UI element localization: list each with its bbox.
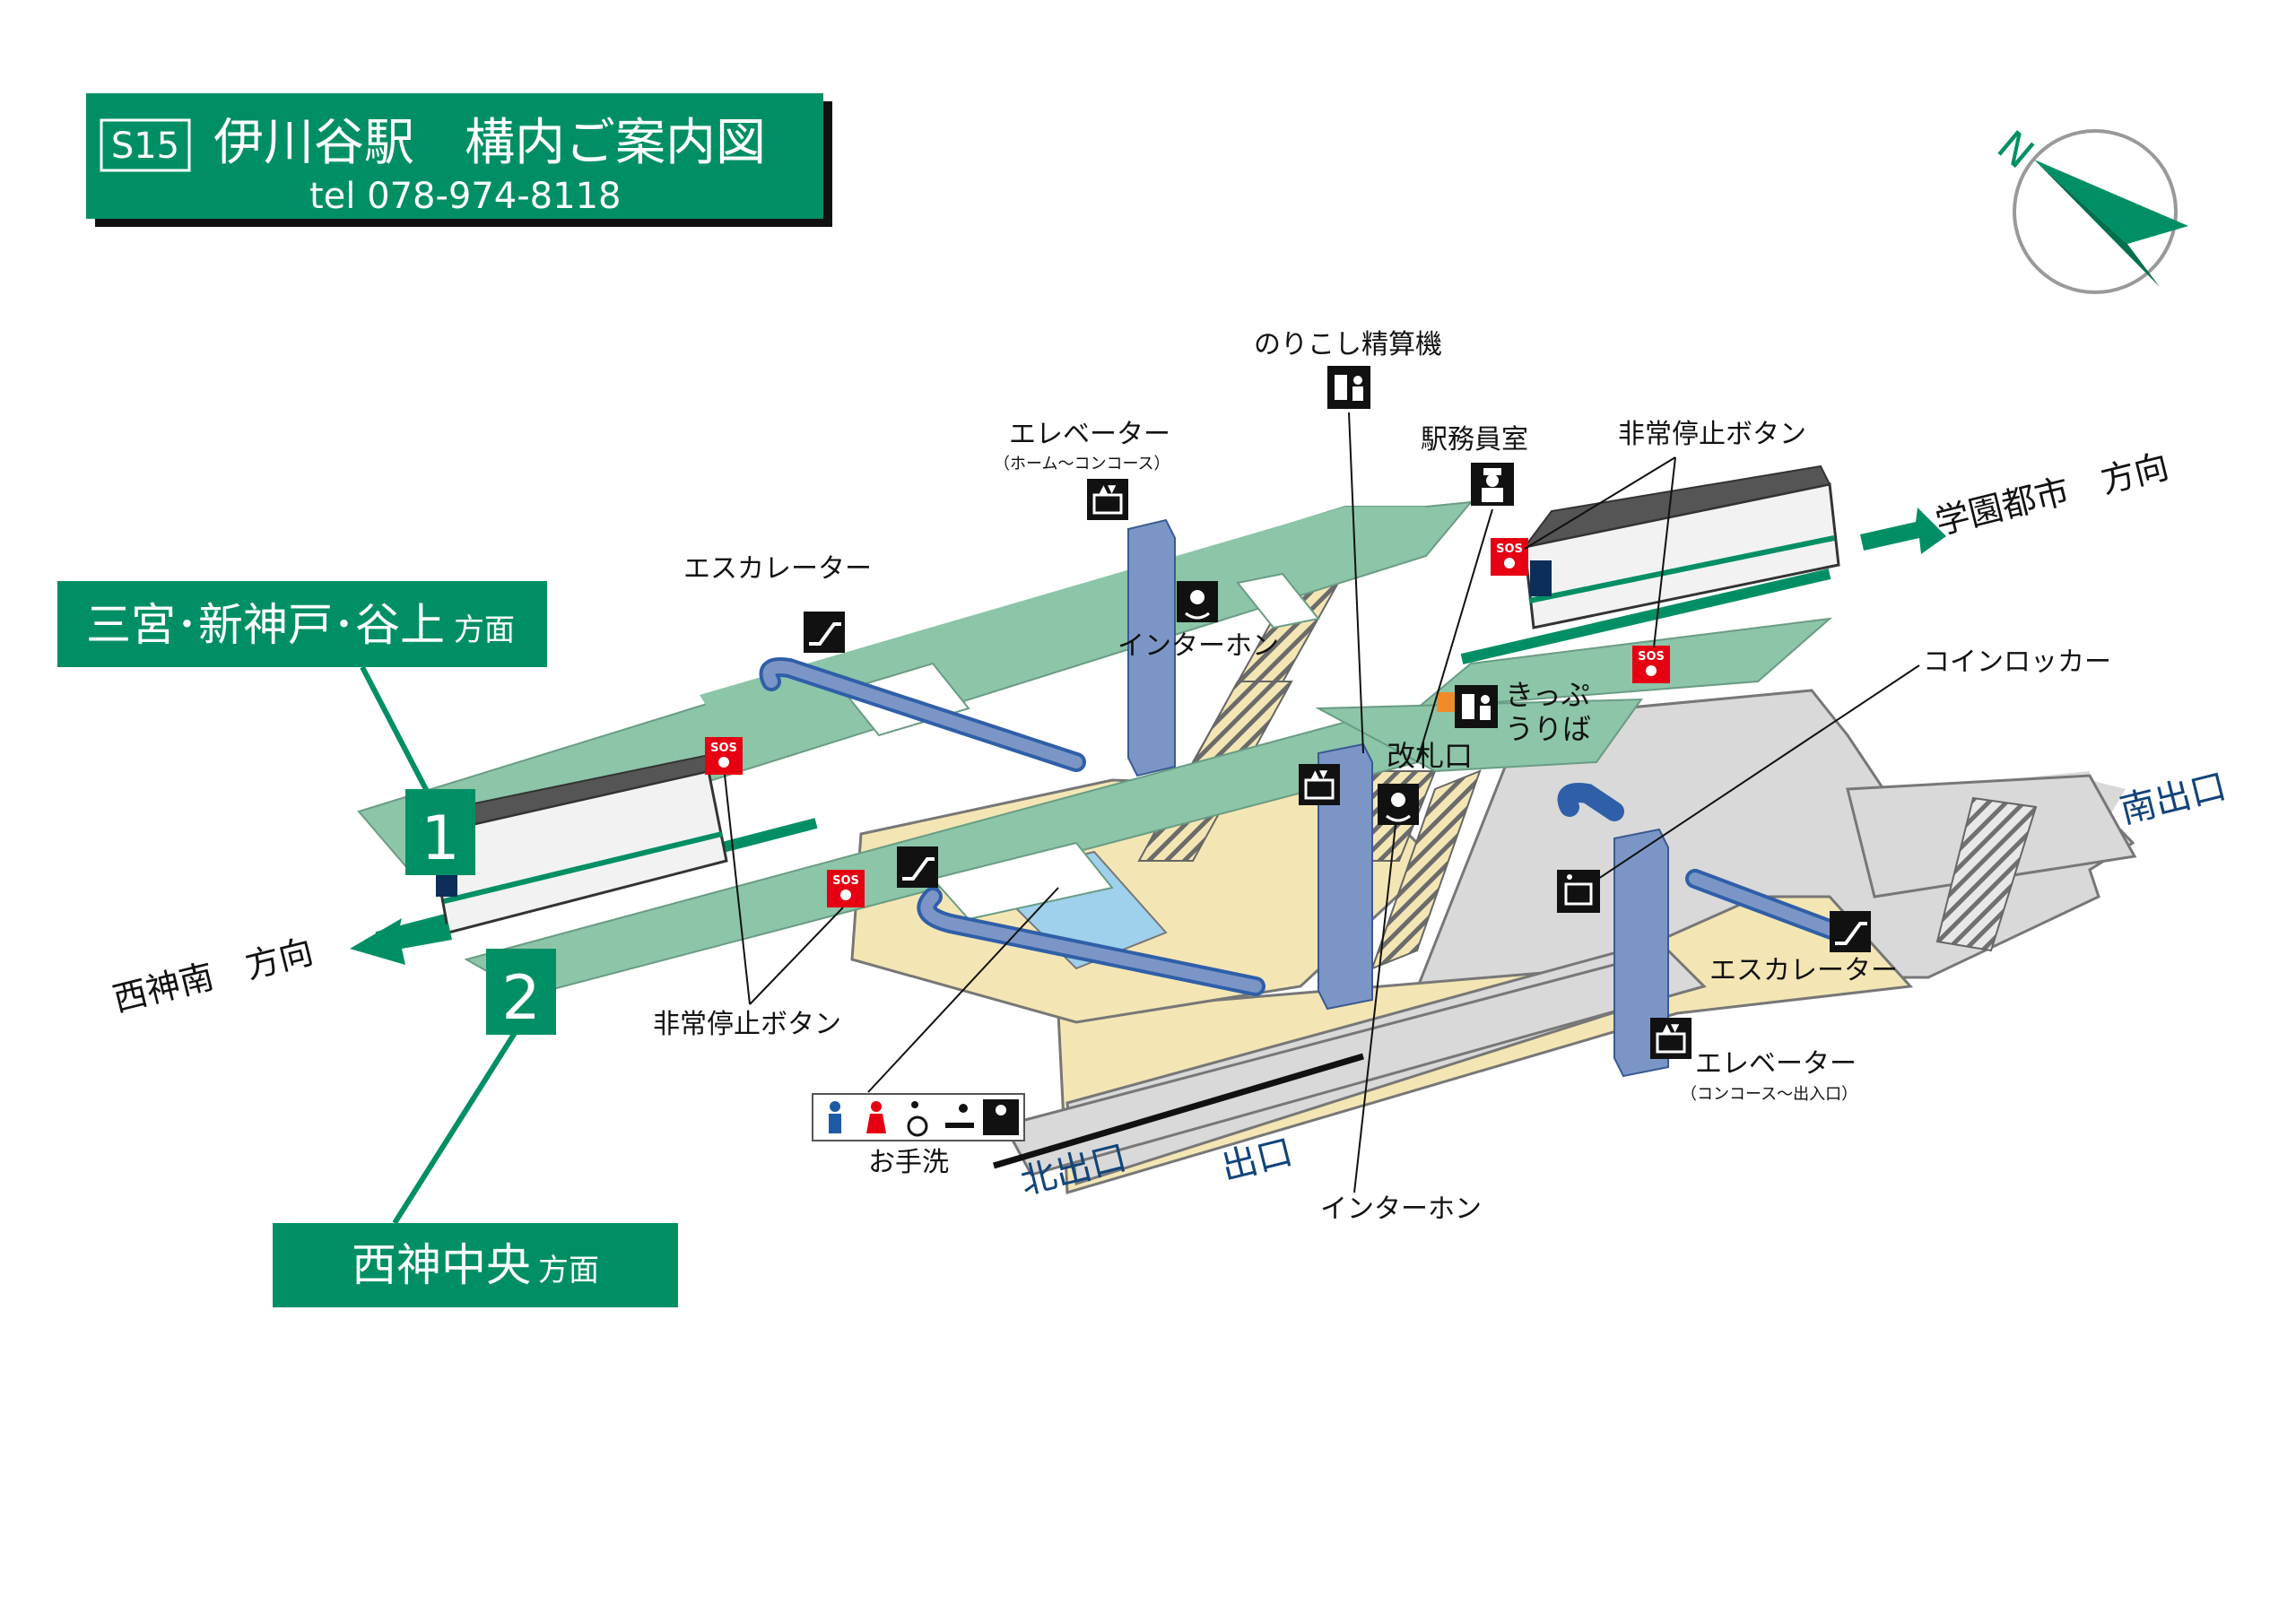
svg-text:▲▼: ▲▼ bbox=[1311, 768, 1328, 780]
page-title: 伊川谷駅 構内ご案内図 bbox=[213, 114, 766, 172]
ticket-machine-icon bbox=[1455, 685, 1498, 728]
intercom-label-bottom: インターホン bbox=[1320, 1193, 1482, 1225]
elevator-label-bottom: エレベーター bbox=[1695, 1048, 1857, 1080]
station-code: S15 bbox=[111, 126, 179, 167]
svg-text:▲▼: ▲▼ bbox=[1663, 1021, 1680, 1034]
escalator-icon bbox=[1830, 911, 1871, 952]
arrow-west: 西神南 方向 bbox=[109, 918, 452, 1020]
station-office-label: 駅務員室 bbox=[1421, 424, 1528, 456]
sos-icon: SOS bbox=[705, 737, 743, 775]
elevator-sublabel-bottom: （コンコース～出入口） bbox=[1681, 1085, 1857, 1104]
train-track1 bbox=[427, 751, 728, 934]
ticket-office-label-2: うりば bbox=[1505, 712, 1591, 746]
compass: N bbox=[1988, 121, 2188, 294]
sos-icon: SOS bbox=[827, 870, 865, 907]
men-restroom-icon bbox=[816, 1098, 854, 1137]
escalators bbox=[759, 657, 1848, 996]
fare-adjustment-machine-icon bbox=[1327, 366, 1370, 409]
elevator-label-top: エレベーター bbox=[1009, 419, 1170, 450]
emergency-stop-label-top: 非常停止ボタン bbox=[1618, 419, 1806, 450]
track1-direction-sign: 三宮･新神戸･谷上 方面 bbox=[57, 581, 547, 800]
sos-icon: SOS bbox=[1632, 646, 1670, 683]
track-1-number: 1 bbox=[421, 803, 459, 874]
track2-direction-sign: 西神中央 方面 bbox=[273, 1031, 678, 1307]
south-exit-label: 南出口 bbox=[2116, 766, 2231, 832]
east-direction-label: 学園都市 方向 bbox=[1932, 447, 2173, 542]
station-staff-icon bbox=[1471, 463, 1514, 506]
arrow-east: 学園都市 方向 bbox=[1860, 447, 2172, 554]
intercom-label-top: インターホン bbox=[1118, 630, 1279, 662]
svg-text:SOS: SOS bbox=[710, 742, 737, 755]
emergency-stop-label-bottom: 非常停止ボタン bbox=[653, 1009, 841, 1040]
ticket-area-marker bbox=[1437, 692, 1455, 712]
track-1-marker: 1 bbox=[405, 789, 475, 875]
elevator-shafts bbox=[1127, 518, 1669, 1078]
escalator-label-right: エスカレーター bbox=[1709, 955, 1898, 986]
elevator-icon: ▲▼ bbox=[1650, 1018, 1692, 1059]
ticket-gate-label: 改札口 bbox=[1387, 739, 1473, 773]
escalator-icon bbox=[804, 612, 845, 653]
svg-text:▲▼: ▲▼ bbox=[1100, 482, 1117, 495]
baby-changing-icon bbox=[945, 1104, 974, 1128]
west-direction-label: 西神南 方向 bbox=[109, 932, 317, 1020]
phone-number: tel 078-974-8118 bbox=[309, 176, 621, 217]
elevator-icon: ▲▼ bbox=[1299, 764, 1340, 805]
track1-destination: 三宮･新神戸･谷上 bbox=[86, 599, 445, 651]
intercom-icon bbox=[1177, 581, 1218, 622]
leader-lines bbox=[724, 412, 1920, 1193]
track2-suffix: 方面 bbox=[538, 1253, 599, 1289]
coin-locker-icon bbox=[1557, 870, 1600, 913]
escalator-icon bbox=[897, 846, 938, 888]
restroom-label: お手洗 bbox=[868, 1147, 949, 1178]
wheelchair-icon bbox=[907, 1101, 928, 1137]
coin-locker-label: コインロッカー bbox=[1923, 647, 2111, 678]
ticket-office-label-1: きっぷ bbox=[1505, 678, 1590, 712]
track1-suffix: 方面 bbox=[454, 612, 515, 648]
elevator-icon: ▲▼ bbox=[1087, 479, 1128, 520]
ostomate-icon bbox=[983, 1099, 1019, 1135]
intercom-icon bbox=[1378, 784, 1419, 825]
svg-text:SOS: SOS bbox=[1638, 650, 1665, 664]
sos-icon: SOS bbox=[1491, 538, 1528, 576]
train-track2 bbox=[1522, 464, 1840, 629]
svg-text:SOS: SOS bbox=[1496, 542, 1523, 556]
fare-adjustment-label: のりこし精算機 bbox=[1254, 329, 1442, 360]
track-2-number: 2 bbox=[501, 963, 540, 1034]
track2-destination: 西神中央 bbox=[352, 1239, 531, 1291]
track-2-marker: 2 bbox=[486, 949, 556, 1035]
restroom-icons bbox=[812, 1093, 1025, 1141]
elevator-sublabel-top: （ホーム～コンコース） bbox=[994, 455, 1170, 473]
title-block: S15 伊川谷駅 構内ご案内図 tel 078-974-8118 bbox=[86, 93, 832, 227]
escalator-label-left: エスカレーター bbox=[683, 553, 872, 585]
svg-text:SOS: SOS bbox=[832, 874, 859, 888]
women-restroom-icon bbox=[857, 1098, 895, 1137]
